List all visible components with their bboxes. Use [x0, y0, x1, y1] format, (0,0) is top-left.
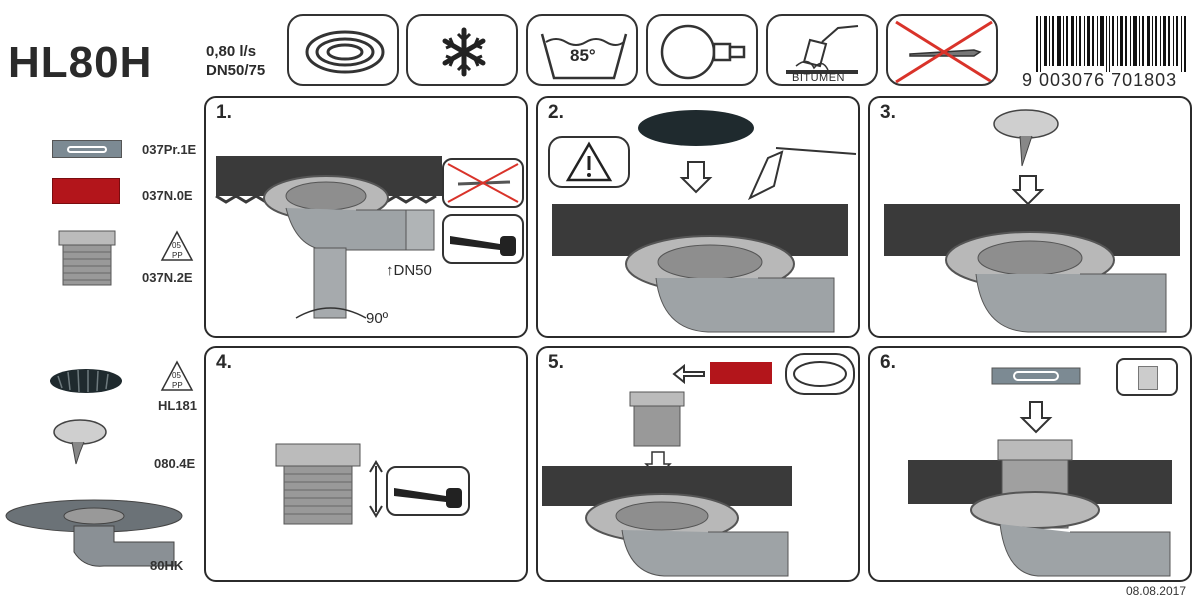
step-number-3: 3.: [880, 102, 896, 123]
red-protection-cap-icon: [52, 178, 120, 204]
saw-icon-2: [386, 466, 470, 516]
step-number-1: 1.: [216, 102, 232, 123]
step-4-illustration: [275, 443, 383, 525]
drain-body-icon: [4, 490, 190, 576]
frost-icon: [406, 14, 518, 86]
part-code-3: 037N.2E: [142, 270, 193, 285]
cover-plate-icon: [52, 140, 122, 158]
step-6-illustration: [908, 367, 1172, 577]
step-panel-2: 2.: [536, 96, 860, 338]
bitumen-label: BITUMEN: [792, 72, 845, 84]
step-1-illustration: [215, 156, 442, 319]
spec-block: 0,80 l/s DN50/75: [206, 42, 265, 80]
no-torch-icon: [886, 14, 998, 86]
recycle-icon-2: 05 PP: [160, 360, 194, 394]
barcode-number: 9 003076 701803: [1022, 70, 1178, 90]
step-panel-1: 1. ↑DN50 90º: [204, 96, 528, 338]
recycle-number: 05: [172, 241, 181, 250]
step-number-4: 4.: [216, 352, 232, 373]
dn50-label: ↑DN50: [386, 262, 432, 279]
recycle-material: PP: [172, 251, 183, 260]
temperature-85-icon: 85°: [526, 14, 638, 86]
saw-icon: [442, 214, 524, 264]
step-panel-6: 6.: [868, 346, 1192, 582]
no-torch-icon-step: [442, 158, 524, 208]
recycle-material-2: PP: [172, 381, 183, 390]
step-3-illustration: [884, 109, 1180, 333]
step-panel-3: 3.: [868, 96, 1192, 338]
warning-icon: [548, 136, 630, 188]
step-panel-5: 5.: [536, 346, 860, 582]
part-code-5: 080.4E: [154, 456, 196, 471]
connection-size: DN50/75: [206, 62, 266, 79]
document-date: 08.08.2017: [1125, 584, 1186, 598]
rotation-label: 90º: [366, 310, 389, 327]
barcode: [1036, 16, 1186, 72]
part-code-2: 037N.0E: [142, 188, 193, 203]
flow-rate: 0,80 l/s: [206, 43, 257, 60]
pipe-connection-icon: [646, 14, 758, 86]
document-icon: [1116, 358, 1178, 396]
part-code-4: HL181: [158, 398, 198, 413]
step-panel-4: 4.: [204, 346, 528, 582]
step-number-5: 5.: [548, 352, 564, 373]
recycle-number-2: 05: [172, 371, 181, 380]
temperature-label: 85°: [570, 46, 596, 65]
odour-seal-icon: [50, 418, 110, 472]
recycle-icon: 05 PP: [160, 230, 194, 264]
model-title: HL80H: [8, 38, 153, 87]
part-code-1: 037Pr.1E: [142, 142, 197, 157]
step-number-6: 6.: [880, 352, 896, 373]
step-2-illustration: [552, 110, 857, 333]
part-code-6: 80HK: [150, 558, 184, 573]
barcode-bars: [1036, 16, 1186, 72]
step-5-illustration: [542, 353, 855, 577]
step-number-2: 2.: [548, 102, 564, 123]
bitumen-icon: BITUMEN: [766, 14, 878, 86]
extension-ring-icon: [58, 230, 116, 286]
membrane-icon: [287, 14, 399, 86]
leaf-guard-grate-icon: [48, 366, 124, 396]
